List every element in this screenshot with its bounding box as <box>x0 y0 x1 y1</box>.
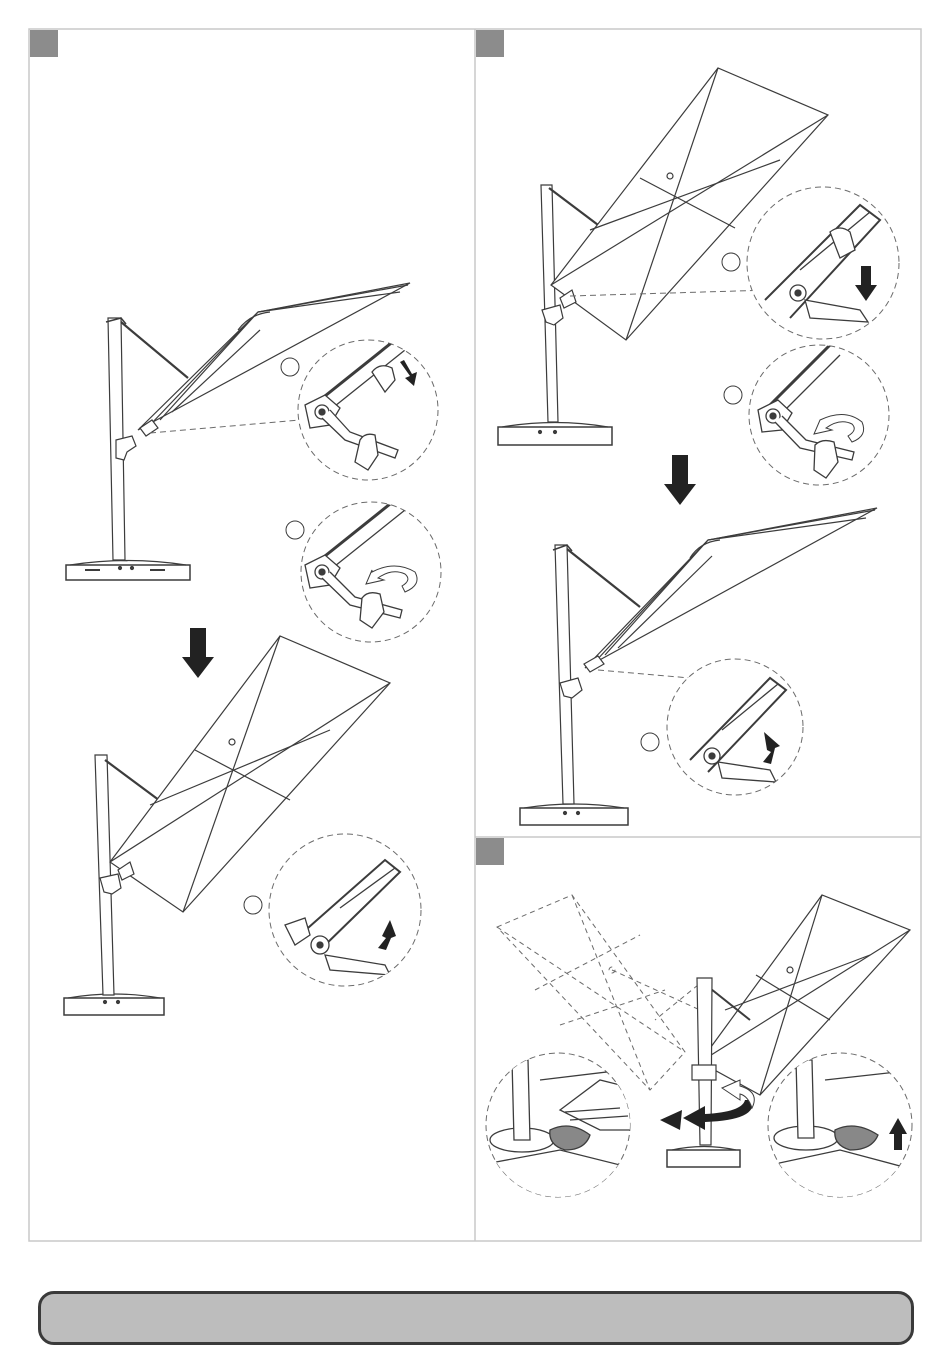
foot-pedal-detail <box>768 1053 915 1205</box>
down-arrow-icon <box>182 628 214 678</box>
foot-pedal-detail <box>480 1053 640 1205</box>
step-marker-panel-a <box>30 30 58 57</box>
crank-handle-detail <box>269 834 421 986</box>
crank-handle-detail <box>749 345 889 485</box>
rotate-arrow-icon <box>683 1100 753 1130</box>
crank-handle-detail <box>667 659 803 795</box>
down-arrow-icon <box>664 455 696 505</box>
footer-bar <box>38 1291 914 1345</box>
crank-handle-detail <box>298 340 438 480</box>
step-marker-panel-b <box>476 30 504 57</box>
crank-handle-detail <box>301 500 441 642</box>
step-marker-panel-c <box>476 838 504 865</box>
panel-c <box>480 895 915 1205</box>
panel-a <box>64 283 441 1015</box>
crank-handle-detail <box>747 187 899 339</box>
panel-b <box>498 68 899 825</box>
